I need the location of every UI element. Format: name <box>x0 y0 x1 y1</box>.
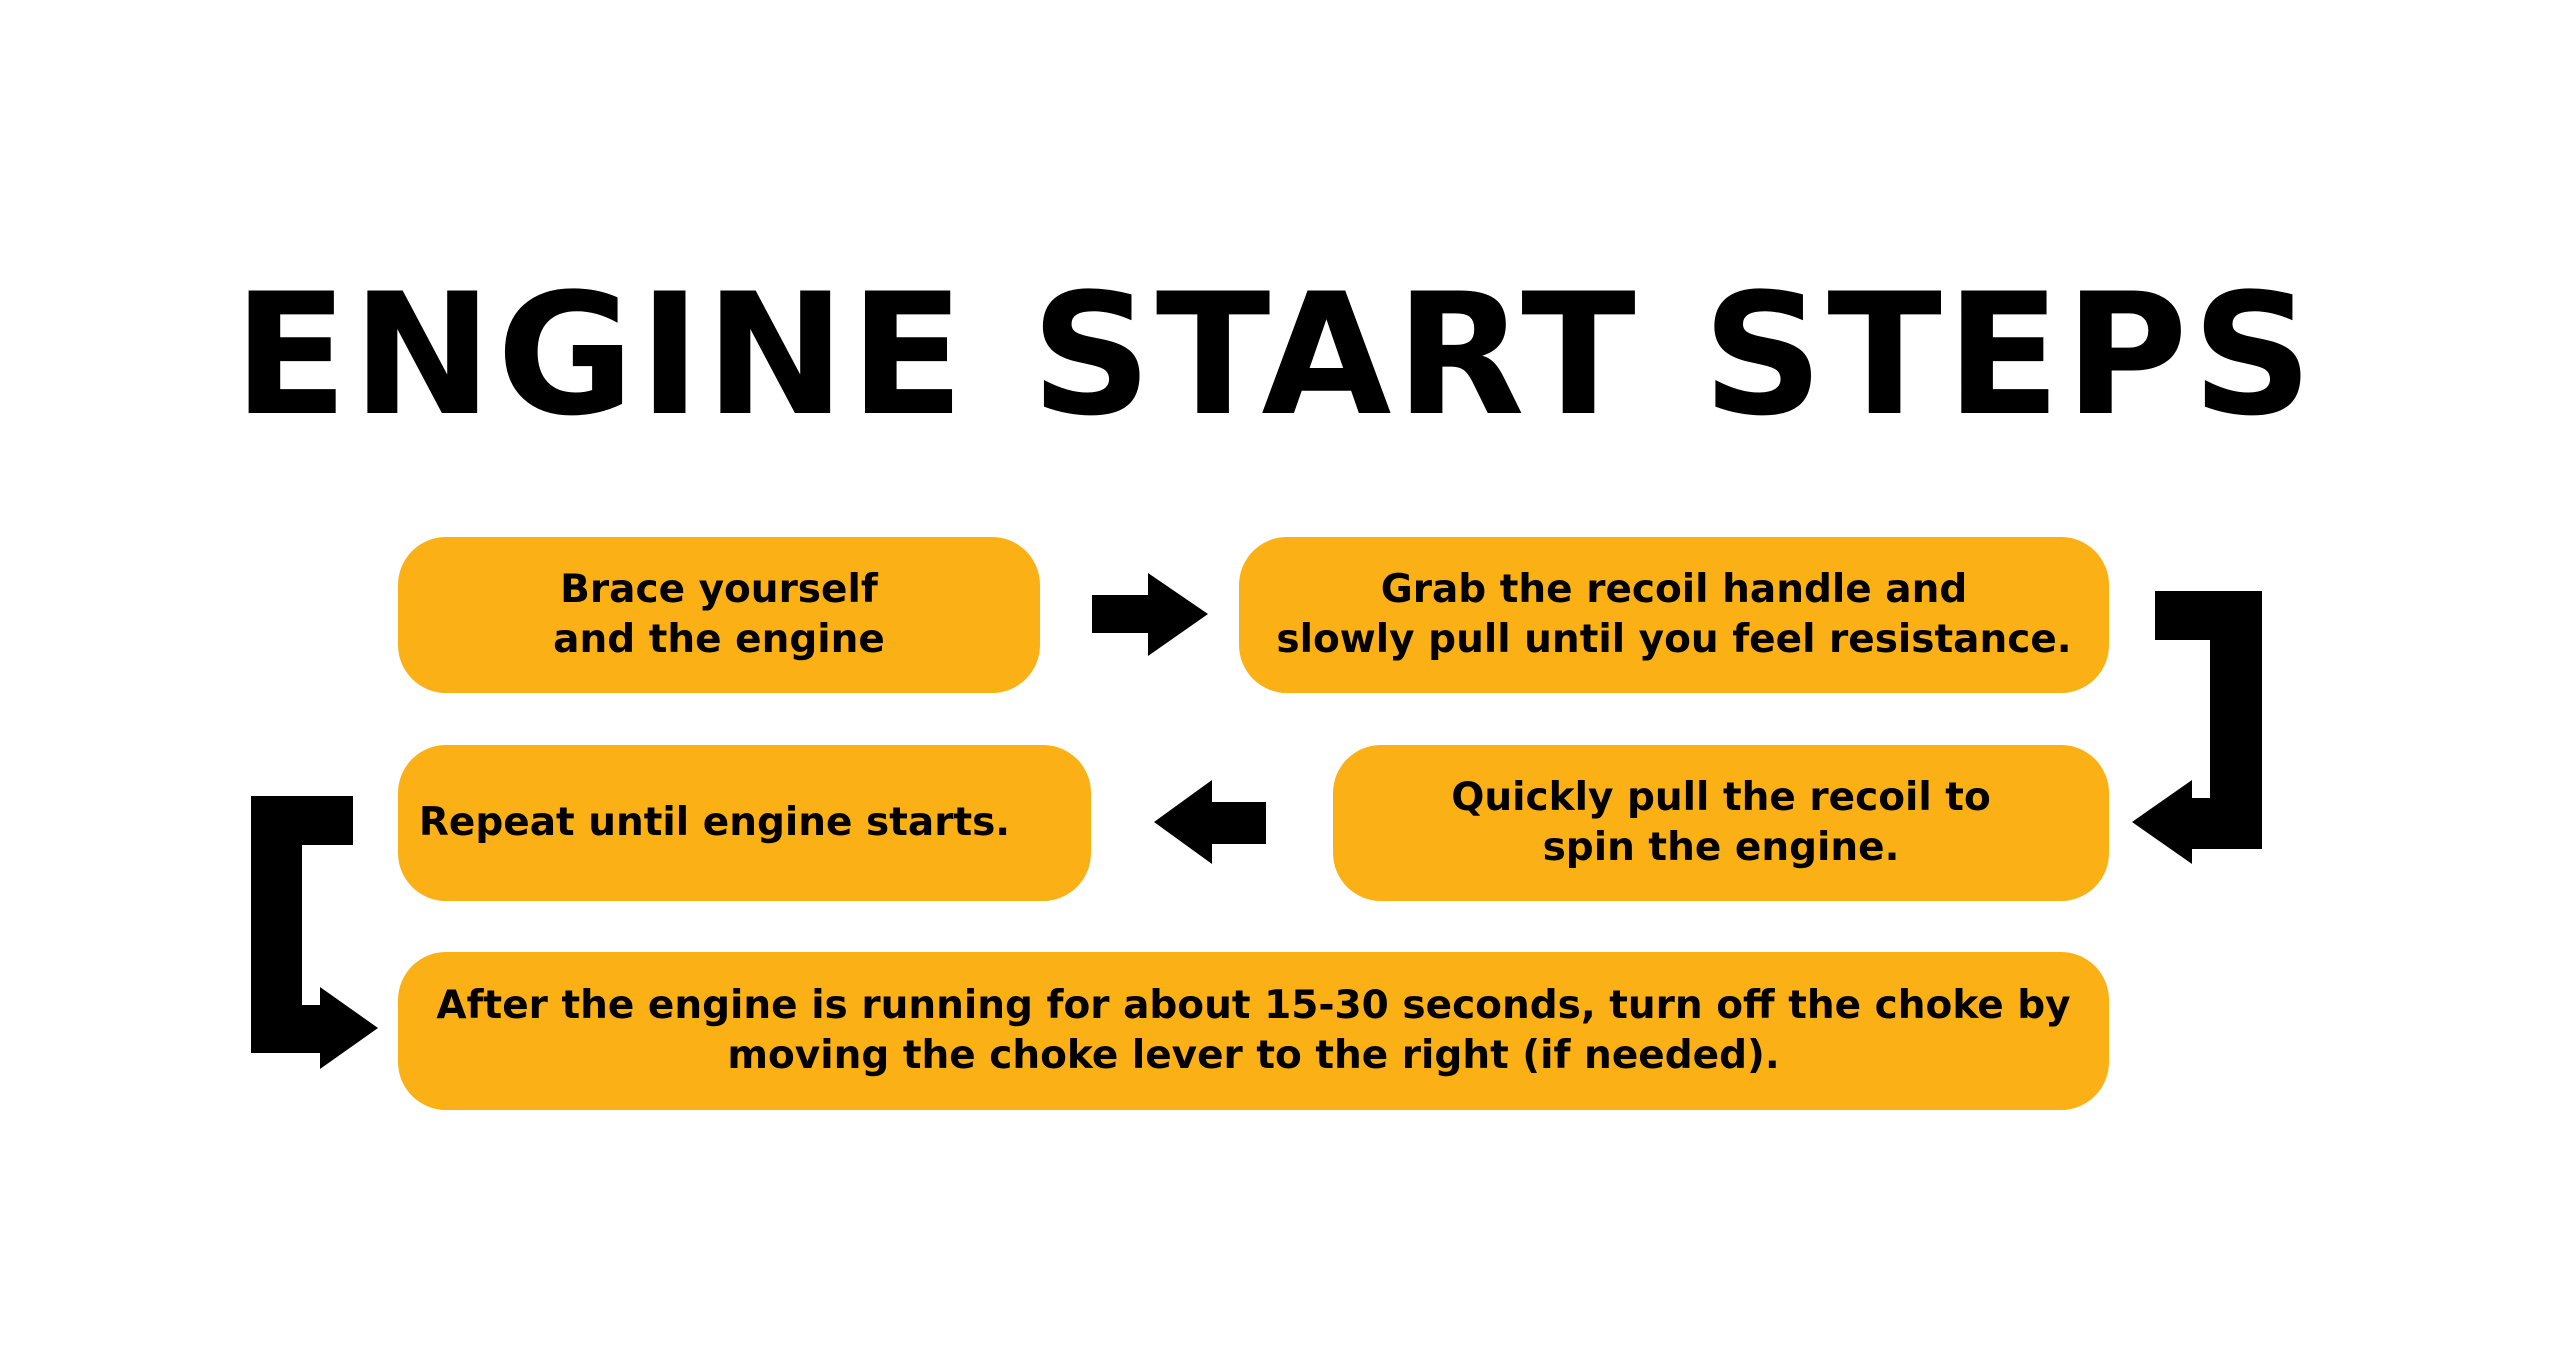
step-1-text: Brace yourself and the engine <box>553 567 885 662</box>
bracket-arrow-down-left-icon <box>2132 591 2262 864</box>
arrow-right-icon <box>1092 573 1208 656</box>
step-3-text: Quickly pull the recoil to spin the engi… <box>1451 775 1991 870</box>
step-box-3: Quickly pull the recoil to spin the engi… <box>1333 745 2109 901</box>
step-box-1: Brace yourself and the engine <box>398 537 1040 693</box>
bracket-arrow-down-right-icon <box>251 796 378 1069</box>
diagram-title: ENGINE START STEPS <box>233 257 2317 453</box>
step-2-text: Grab the recoil handle and slowly pull u… <box>1276 567 2072 662</box>
step-box-4: Repeat until engine starts. <box>398 745 1091 901</box>
step-5-text: After the engine is running for about 15… <box>436 983 2071 1078</box>
step-box-2: Grab the recoil handle and slowly pull u… <box>1239 537 2109 693</box>
step-box-5: After the engine is running for about 15… <box>398 952 2109 1110</box>
arrow-left-icon <box>1154 780 1266 864</box>
step-4-text: Repeat until engine starts. <box>418 800 1011 845</box>
